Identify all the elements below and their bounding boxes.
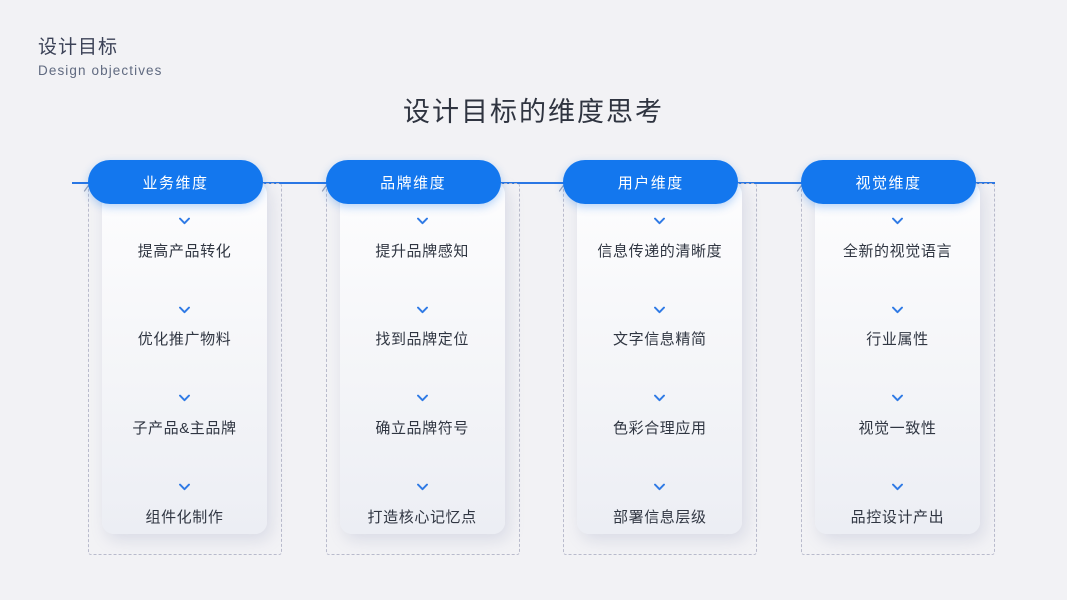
column-pill-3[interactable]: 用户维度 xyxy=(563,160,739,204)
chevron-down-icon xyxy=(416,387,428,409)
list-item: 品控设计产出 xyxy=(850,508,945,526)
chevron-down-icon xyxy=(416,299,428,321)
dimension-column: 业务维度提高产品转化优化推广物料子产品&主品牌组件化制作 xyxy=(72,160,282,560)
list-item: 打造核心记忆点 xyxy=(367,508,477,526)
chevron-down-icon xyxy=(654,299,666,321)
chevron-down-icon xyxy=(179,476,190,498)
chevron-down-icon xyxy=(179,299,190,321)
column-item-stack: 全新的视觉语言行业属性视觉一致性品控设计产出 xyxy=(815,210,980,534)
chevron-down-icon xyxy=(892,210,903,232)
corner-heading: 设计目标 Design objectives xyxy=(38,38,163,78)
list-item: 确立品牌符号 xyxy=(375,419,469,437)
list-item: 全新的视觉语言 xyxy=(842,242,953,260)
list-item: 部署信息层级 xyxy=(613,508,707,526)
column-item-stack: 提升品牌感知找到品牌定位确立品牌符号打造核心记忆点 xyxy=(340,210,505,534)
list-item: 找到品牌定位 xyxy=(375,331,469,349)
column-pill-4[interactable]: 视觉维度 xyxy=(800,160,976,204)
list-item: 组件化制作 xyxy=(145,508,224,526)
chevron-down-icon xyxy=(179,387,190,409)
chevron-down-icon xyxy=(892,476,903,498)
list-item: 视觉一致性 xyxy=(858,419,937,437)
chevron-down-icon xyxy=(654,387,666,409)
corner-heading-en: Design objectives xyxy=(38,63,163,78)
chevron-down-icon xyxy=(654,210,666,232)
columns-container: 业务维度提高产品转化优化推广物料子产品&主品牌组件化制作品牌维度提升品牌感知找到… xyxy=(72,160,995,570)
list-item: 子产品&主品牌 xyxy=(132,419,237,437)
chevron-down-icon xyxy=(416,476,428,498)
column-pill-1[interactable]: 业务维度 xyxy=(88,160,263,204)
dimension-column: 品牌维度提升品牌感知找到品牌定位确立品牌符号打造核心记忆点 xyxy=(310,160,520,560)
dimension-column: 视觉维度全新的视觉语言行业属性视觉一致性品控设计产出 xyxy=(785,160,995,560)
dimension-column: 用户维度信息传递的清晰度文字信息精简色彩合理应用部署信息层级 xyxy=(547,160,758,560)
chevron-down-icon xyxy=(654,476,666,498)
page-title: 设计目标的维度思考 xyxy=(403,97,664,127)
list-item: 文字信息精简 xyxy=(613,331,707,349)
axis-line xyxy=(72,182,995,184)
list-item: 提高产品转化 xyxy=(137,242,232,260)
chevron-down-icon xyxy=(179,210,190,232)
list-item: 信息传递的清晰度 xyxy=(597,242,723,260)
list-item: 优化推广物料 xyxy=(137,331,232,349)
column-card xyxy=(102,182,267,534)
chevron-down-icon xyxy=(416,210,428,232)
list-item: 提升品牌感知 xyxy=(375,242,469,260)
column-item-stack: 提高产品转化优化推广物料子产品&主品牌组件化制作 xyxy=(102,210,267,534)
corner-heading-zh: 设计目标 xyxy=(38,37,119,58)
column-pill-2[interactable]: 品牌维度 xyxy=(325,160,501,204)
column-card xyxy=(339,182,505,534)
chevron-down-icon xyxy=(892,299,903,321)
list-item: 色彩合理应用 xyxy=(613,419,707,437)
column-item-stack: 信息传递的清晰度文字信息精简色彩合理应用部署信息层级 xyxy=(577,210,742,534)
column-card xyxy=(577,182,743,534)
chevron-down-icon xyxy=(892,387,903,409)
column-card xyxy=(814,182,980,534)
list-item: 行业属性 xyxy=(866,331,929,349)
